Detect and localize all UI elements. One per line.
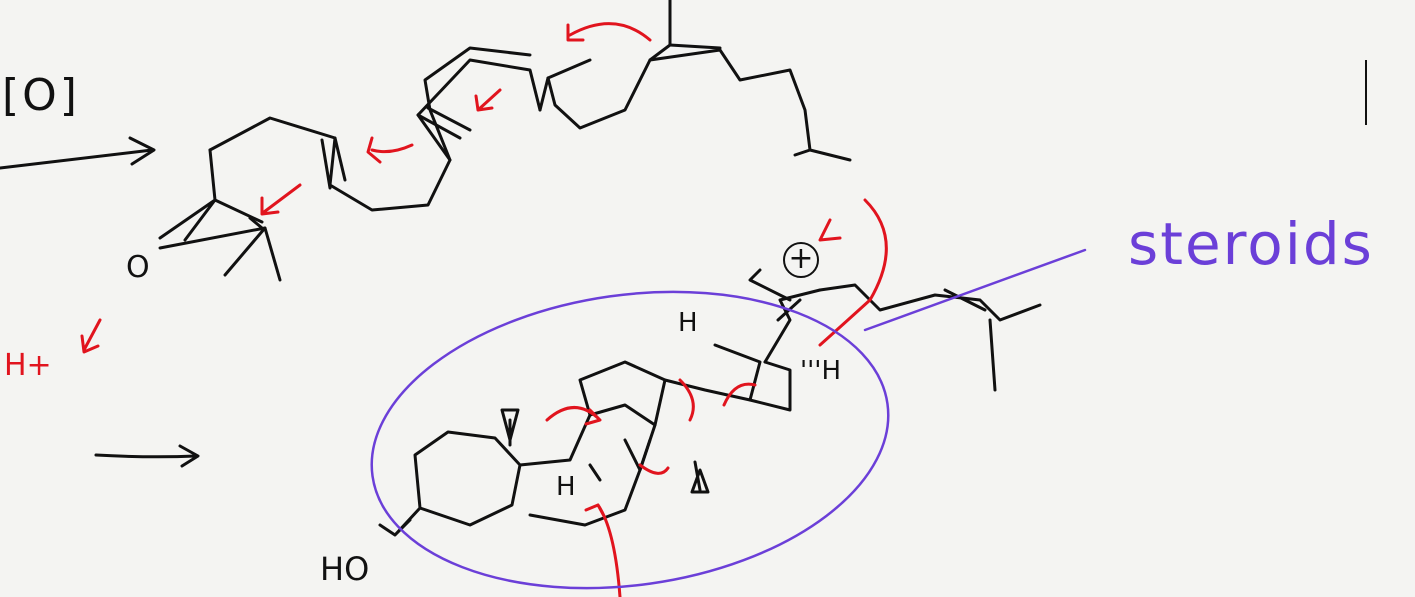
epoxide-oxygen-label: O [126,250,150,285]
steroids-annotation: steroids [1128,210,1374,278]
reaction-arrow-cyclization [94,444,200,468]
reaction-arrow-oxidation [0,136,156,170]
hydrogen-label-ring-c: H [678,308,698,338]
hydrogen-label-ring-d: '''H [800,356,841,386]
annotation-leader-line [863,248,1087,332]
steroid-core-circle [370,248,1087,590]
oxidant-label: [O] [2,70,80,121]
mechanism-arrows [80,22,888,597]
proton-label: H+ [4,348,52,383]
squalene-oxide-structure [158,0,852,282]
cation-charge-icon: + [783,242,819,278]
hydrogen-label-ring-b: H [556,472,576,502]
hydroxyl-label: HO [320,550,370,588]
steroid-ring-structure [378,268,1042,537]
